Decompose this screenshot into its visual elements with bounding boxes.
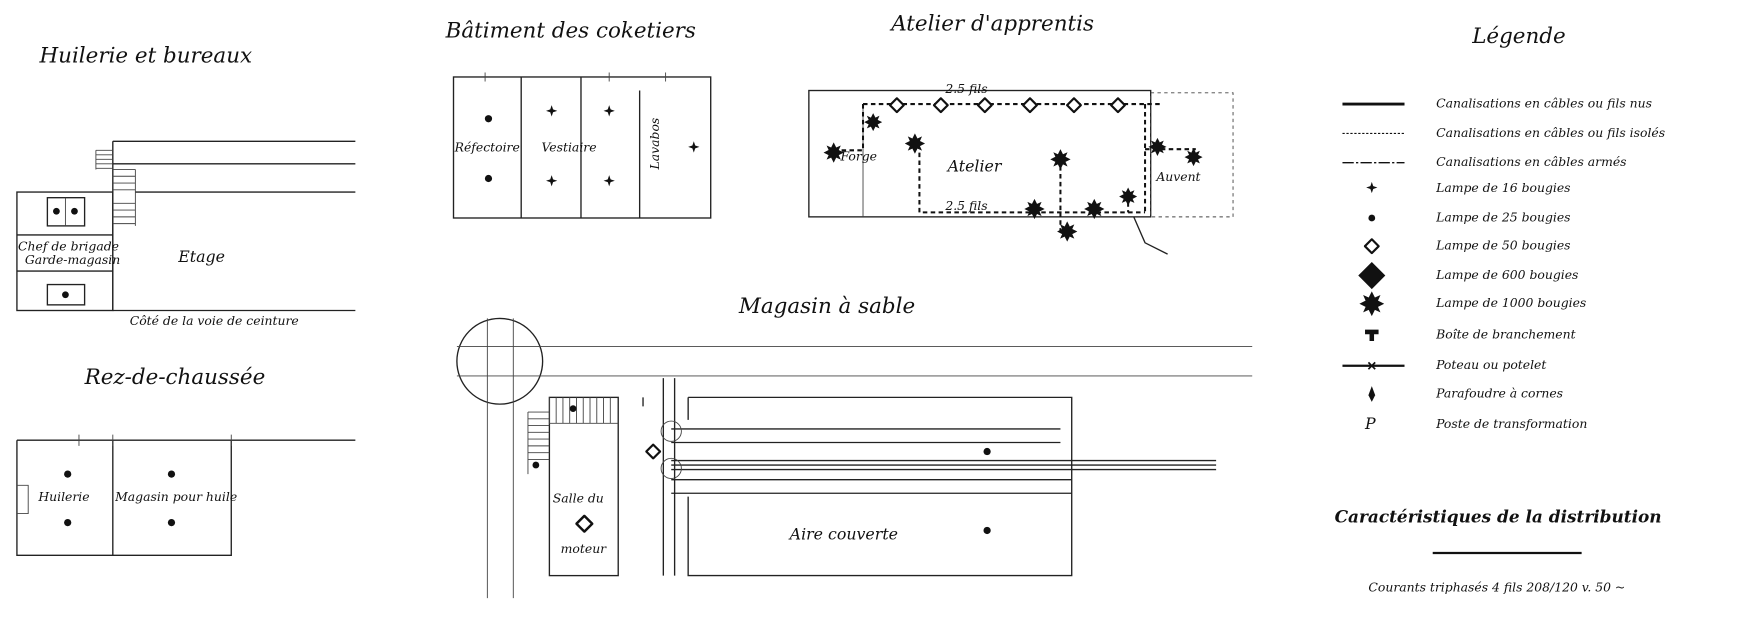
- coketiers-title: Bâtiment des coketiers: [445, 18, 696, 43]
- aire-label: Aire couverte: [788, 525, 898, 544]
- huilerie-section: Huilerie et bureaux Chef de brigade Gard…: [16, 43, 356, 556]
- atelier-label: Atelier: [946, 157, 1003, 176]
- wire-top-label: 2.5 fils: [944, 81, 987, 96]
- legend-item-label: Boîte de branchement: [1435, 327, 1576, 342]
- lavabos-label: Lavabos: [647, 118, 662, 171]
- legend-item-label: Poteau ou potelet: [1435, 357, 1546, 372]
- large-diamond-icon: [1358, 261, 1386, 290]
- legend-item-label: Lampe de 16 bougies: [1435, 180, 1570, 195]
- forge-label: Forge: [839, 148, 877, 163]
- small-cross-icon: [1366, 181, 1378, 194]
- vestiaire-label: Vestiaire: [541, 139, 596, 154]
- transformer-icon: P: [1364, 414, 1376, 433]
- etage-label: Etage: [177, 247, 225, 266]
- refectoire-label: Réfectoire: [454, 139, 520, 154]
- legend-item-label: Poste de transformation: [1435, 416, 1587, 431]
- wire-bottom-label: 2.5 fils: [944, 198, 987, 213]
- magasin-huile-label: Magasin pour huile: [114, 489, 237, 504]
- legend-item-label: Lampe de 1000 bougies: [1435, 295, 1586, 310]
- magasin-section: Magasin à sable Salle du moteur Aire cou…: [456, 294, 1253, 599]
- atelier-title: Atelier d'apprentis: [889, 12, 1094, 37]
- staircase: [112, 169, 136, 226]
- legend-title: Légende: [1471, 24, 1565, 49]
- lightning-arrester-icon: [1368, 386, 1376, 402]
- dot-icon: [1368, 214, 1376, 222]
- legend-item-label: Lampe de 50 bougies: [1435, 238, 1570, 253]
- distribution-title: Caractéristiques de la distribution: [1335, 507, 1662, 527]
- distribution-section: Caractéristiques de la distribution Cour…: [1335, 507, 1662, 595]
- cote-label: Côté de la voie de ceinture: [130, 313, 299, 328]
- hollow-diamond-icon: [1363, 238, 1380, 255]
- magasin-title: Magasin à sable: [738, 294, 915, 319]
- legend-item-label: Canalisations en câbles armés: [1436, 154, 1626, 169]
- salle-label: Salle du: [553, 490, 604, 505]
- legend-item-label: Canalisations en câbles ou fils isolés: [1436, 125, 1665, 140]
- legend-item-label: Lampe de 600 bougies: [1435, 267, 1578, 282]
- staircase: [527, 397, 619, 475]
- huilerie-label: Huilerie: [37, 489, 89, 504]
- pole-icon: [1342, 361, 1405, 370]
- coketiers-section: Bâtiment des coketiers Réfectoire Vestia…: [445, 18, 712, 219]
- moteur-label: moteur: [561, 541, 608, 556]
- huilerie-title: Huilerie et bureaux: [38, 43, 252, 68]
- legend-item-label: Parafoudre à cornes: [1435, 385, 1563, 400]
- garde-label: Garde-magasin: [25, 252, 120, 267]
- chef-label: Chef de brigade: [18, 239, 119, 254]
- junction-box-icon: [1365, 329, 1379, 341]
- legend: Légende P Canalisations en câbles ou fil…: [1342, 24, 1665, 433]
- rdc-title: Rez-de-chaussée: [84, 365, 266, 390]
- lamp-50-group: [888, 97, 1126, 114]
- star-icon: [1359, 291, 1385, 317]
- legend-item-label: Lampe de 25 bougies: [1435, 209, 1570, 224]
- auvent-label: Auvent: [1155, 169, 1200, 184]
- atelier-section: Atelier d'apprentis 2.5 fils 2.5 fils Fo…: [808, 12, 1234, 255]
- distribution-text: Courants triphasés 4 fils 208/120 v. 50 …: [1368, 579, 1625, 594]
- legend-item-label: Canalisations en câbles ou fils nus: [1436, 95, 1652, 110]
